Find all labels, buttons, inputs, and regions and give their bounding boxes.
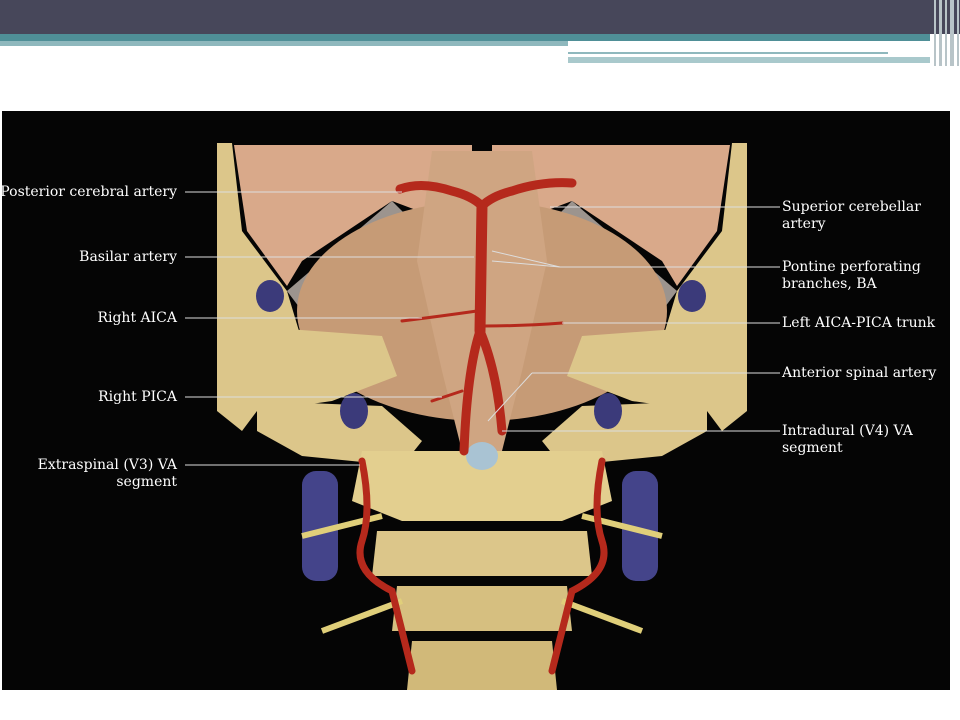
- vertebral-artery-right: [459, 326, 485, 456]
- label-anterior-spinal-artery: Anterior spinal artery: [782, 365, 937, 381]
- vein-lower-right: [622, 471, 658, 581]
- vertebra-c4: [407, 641, 557, 690]
- header-accent-thin-line: [568, 52, 888, 54]
- right-aica: [400, 309, 479, 323]
- header-accent-lower-line: [568, 57, 930, 63]
- slide-header-bar: [0, 0, 960, 34]
- label-superior-cerebellar-artery: Superior cerebellar artery: [782, 199, 921, 232]
- nerve-right-2: [560, 598, 644, 634]
- right-pica: [430, 389, 464, 403]
- header-corner-stripes: [930, 0, 960, 66]
- condyle-right: [542, 401, 707, 466]
- label-right-pica: Right PICA: [98, 389, 177, 405]
- vein-mid-left: [340, 393, 368, 429]
- anatomy-figure: Posterior cerebral artery Basilar artery…: [2, 111, 950, 690]
- label-pontine-perforating-branches: Pontine perforating branches, BA: [782, 259, 921, 292]
- posterior-cerebral-artery-right: [395, 181, 487, 211]
- label-posterior-cerebral-artery: Posterior cerebral artery: [2, 184, 177, 200]
- vein-mid-right: [594, 393, 622, 429]
- posterior-cerebral-artery-left: [477, 178, 577, 211]
- label-right-aica: Right AICA: [97, 310, 177, 326]
- cerebrum-left: [234, 145, 472, 286]
- label-intradural-va-segment: Intradural (V4) VA segment: [782, 423, 913, 456]
- leader-pontine-a: [491, 250, 561, 268]
- vertebral-artery-left: [475, 326, 507, 436]
- leader-pontine-b: [491, 260, 561, 268]
- vertebra-c2: [372, 531, 592, 576]
- extraspinal-va-right: [548, 457, 608, 675]
- label-basilar-artery: Basilar artery: [79, 249, 177, 265]
- header-accent-line: [0, 34, 930, 41]
- header-accent-gap: [568, 46, 930, 50]
- anatomy-illustration: [185, 143, 780, 690]
- left-aica-pica-trunk: [482, 321, 564, 328]
- extraspinal-va-left: [356, 457, 416, 675]
- vein-upper-left: [256, 280, 284, 312]
- leader-asa-diag: [487, 372, 533, 422]
- vertebra-c3: [392, 586, 572, 631]
- basilar-artery: [474, 200, 488, 337]
- petrous-bone-left: [232, 326, 397, 411]
- dens: [466, 442, 498, 470]
- vein-upper-right: [678, 280, 706, 312]
- nerve-left-2: [320, 598, 404, 634]
- vertebra-c1: [352, 451, 612, 521]
- condyle-left: [257, 401, 422, 466]
- label-left-aica-pica-trunk: Left AICA-PICA trunk: [782, 315, 936, 331]
- vein-lower-left: [302, 471, 338, 581]
- label-extraspinal-va-segment: Extraspinal (V3) VA segment: [37, 457, 177, 490]
- petrous-bone-right: [567, 326, 732, 411]
- header-accent-line-light: [0, 41, 568, 46]
